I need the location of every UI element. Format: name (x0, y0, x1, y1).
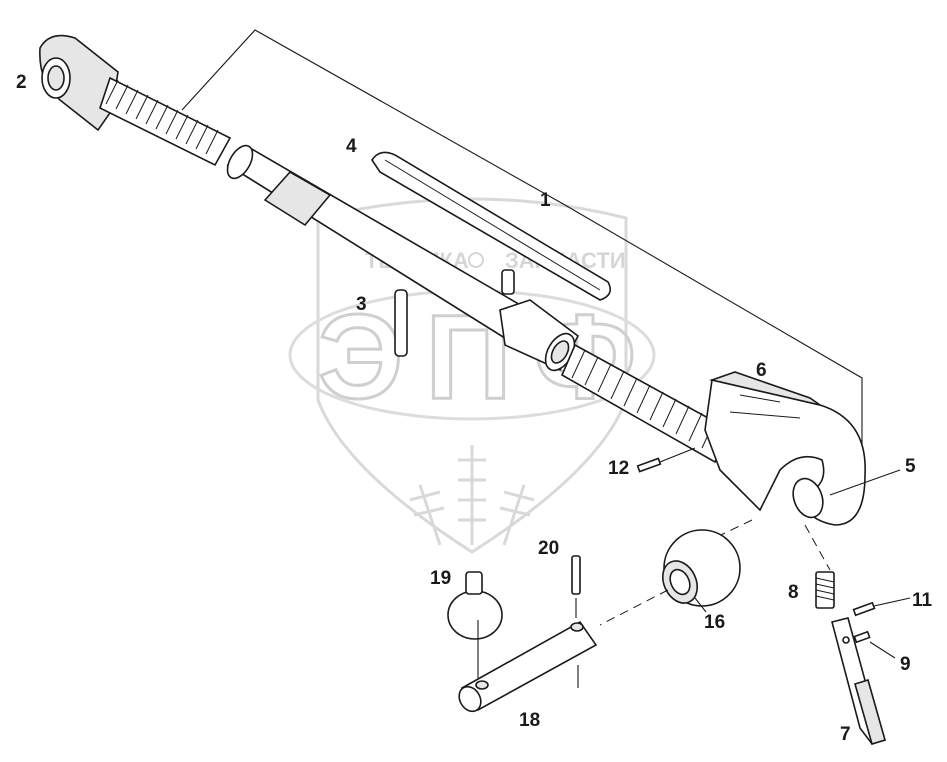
label-20: 20 (538, 538, 559, 559)
right-thread (560, 343, 732, 464)
label-7: 7 (840, 724, 851, 745)
part-11-pin (852, 601, 876, 617)
part-9-pin (853, 630, 871, 644)
label-3: 3 (356, 294, 367, 315)
part-19-linch-pin (447, 571, 503, 678)
label-12: 12 (608, 458, 629, 479)
part-12-pin (636, 457, 662, 473)
label-5: 5 (905, 456, 916, 477)
label-2: 2 (16, 72, 27, 93)
part-5-hook (704, 371, 866, 526)
label-16: 16 (704, 612, 725, 633)
label-4: 4 (346, 136, 357, 157)
wheat-icon (409, 445, 535, 546)
part-4-clip (371, 151, 611, 301)
label-1: 1 (540, 190, 551, 211)
label-19: 19 (430, 568, 451, 589)
part-18-pin (458, 620, 598, 713)
thread-2 (105, 79, 219, 155)
part-2-ball-joint-end (39, 34, 232, 167)
axis-hook-spring (804, 524, 831, 571)
gear-icon (468, 252, 484, 268)
label-8: 8 (788, 582, 799, 603)
label-11: 11 (912, 590, 933, 611)
axis-ball-pin (599, 589, 669, 626)
label-18: 18 (519, 710, 540, 731)
assembly-bracket (181, 29, 863, 455)
label-9: 9 (900, 654, 911, 675)
part-16-ball (661, 529, 741, 607)
label-6: 6 (756, 360, 767, 381)
part-8-spring (815, 571, 835, 609)
part-20-pin (571, 555, 581, 595)
part-7-latch-rod (831, 617, 887, 746)
